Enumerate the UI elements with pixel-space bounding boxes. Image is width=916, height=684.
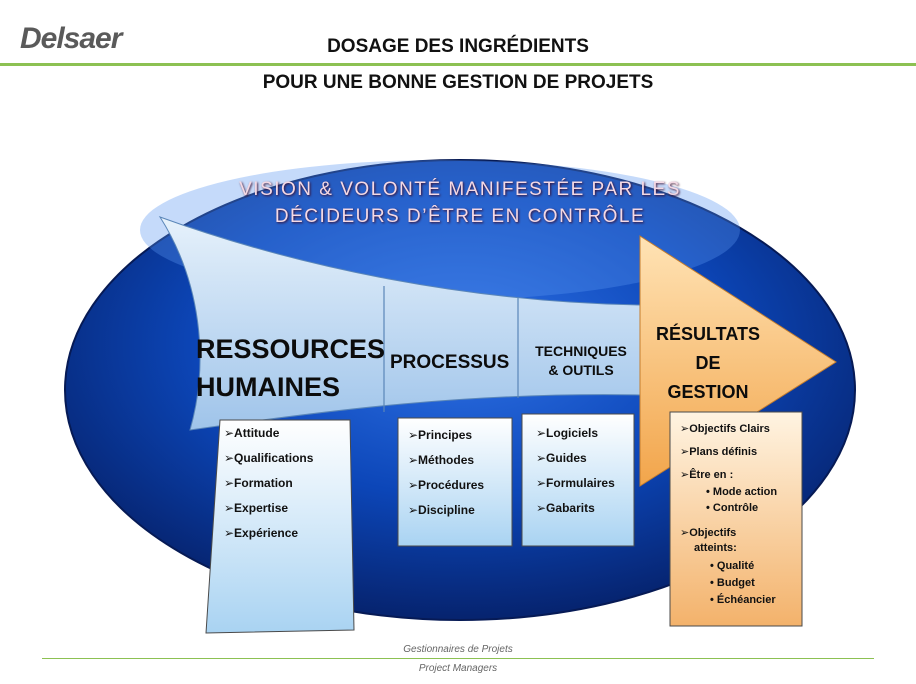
list-subitem: • Contrôle <box>706 502 759 514</box>
list-item: ➢Formation <box>224 476 293 490</box>
vision-line2: DÉCIDEURS D’ÊTRE EN CONTRÔLE <box>274 206 646 227</box>
list-subitem: • Échéancier <box>710 594 776 606</box>
vision-line1: VISION & VOLONTÉ MANIFESTÉE PAR LES <box>239 179 681 200</box>
resultats-list: ➢Objectifs Clairs ➢Plans définis ➢Être e… <box>670 412 802 626</box>
resultats-box-shape <box>669 411 803 627</box>
footer-line2: Project Managers <box>418 663 498 674</box>
list-item: ➢Principes <box>408 428 473 442</box>
list-item: ➢Attitude <box>224 426 280 440</box>
techniques-list: ➢Logiciels ➢Guides ➢Formulaires ➢Gabarit… <box>522 414 634 546</box>
list-item: ➢Objectifs <box>680 527 737 539</box>
list-item: ➢Objectifs Clairs <box>680 423 770 435</box>
ressources-box-shape <box>205 419 355 634</box>
section-processus: PROCESSUS <box>390 352 510 373</box>
list-item: ➢Qualifications <box>224 451 314 465</box>
section-ressources: RESSOURCES HUMAINES <box>196 334 386 402</box>
list-item: ➢Expérience <box>224 526 299 540</box>
list-item: ➢Guides <box>536 451 587 465</box>
section-resultats: RÉSULTATS DE GESTION <box>656 324 760 402</box>
delsaer-logo: Delsaer <box>20 22 122 56</box>
list-subitem: • Mode action <box>706 486 778 498</box>
list-item: ➢Expertise <box>224 501 289 515</box>
page-title-line1: DOSAGE DES INGRÉDIENTS <box>327 36 589 57</box>
list-item: ➢Plans définis <box>680 446 758 458</box>
ressources-list: ➢Attitude ➢Qualifications ➢Formation ➢Ex… <box>220 420 354 630</box>
list-subitem: • Qualité <box>710 560 755 572</box>
list-subitem: • Budget <box>710 577 755 589</box>
processus-box-shape <box>397 417 513 547</box>
processus-list: ➢Principes ➢Méthodes ➢Procédures ➢Discip… <box>398 418 512 546</box>
logo-text: Delsaer <box>20 22 122 55</box>
techniques-box-shape <box>521 413 635 547</box>
list-item: ➢Formulaires <box>536 476 615 490</box>
list-item: ➢Gabarits <box>536 501 595 515</box>
list-item: ➢Être en : <box>680 469 734 481</box>
list-item: ➢Logiciels <box>536 426 599 440</box>
list-item: ➢Méthodes <box>408 453 475 467</box>
list-item: ➢Procédures <box>408 478 485 492</box>
header-divider <box>0 63 916 66</box>
footer-divider <box>42 658 874 659</box>
section-techniques: TECHNIQUES & OUTILS <box>535 343 627 378</box>
footer-line1: Gestionnaires de Projets <box>403 644 513 655</box>
list-item-cont: atteints: <box>694 542 737 554</box>
main-arrow <box>158 216 641 431</box>
list-item: ➢Discipline <box>408 503 475 517</box>
page-title-line2: POUR UNE BONNE GESTION DE PROJETS <box>262 72 654 93</box>
